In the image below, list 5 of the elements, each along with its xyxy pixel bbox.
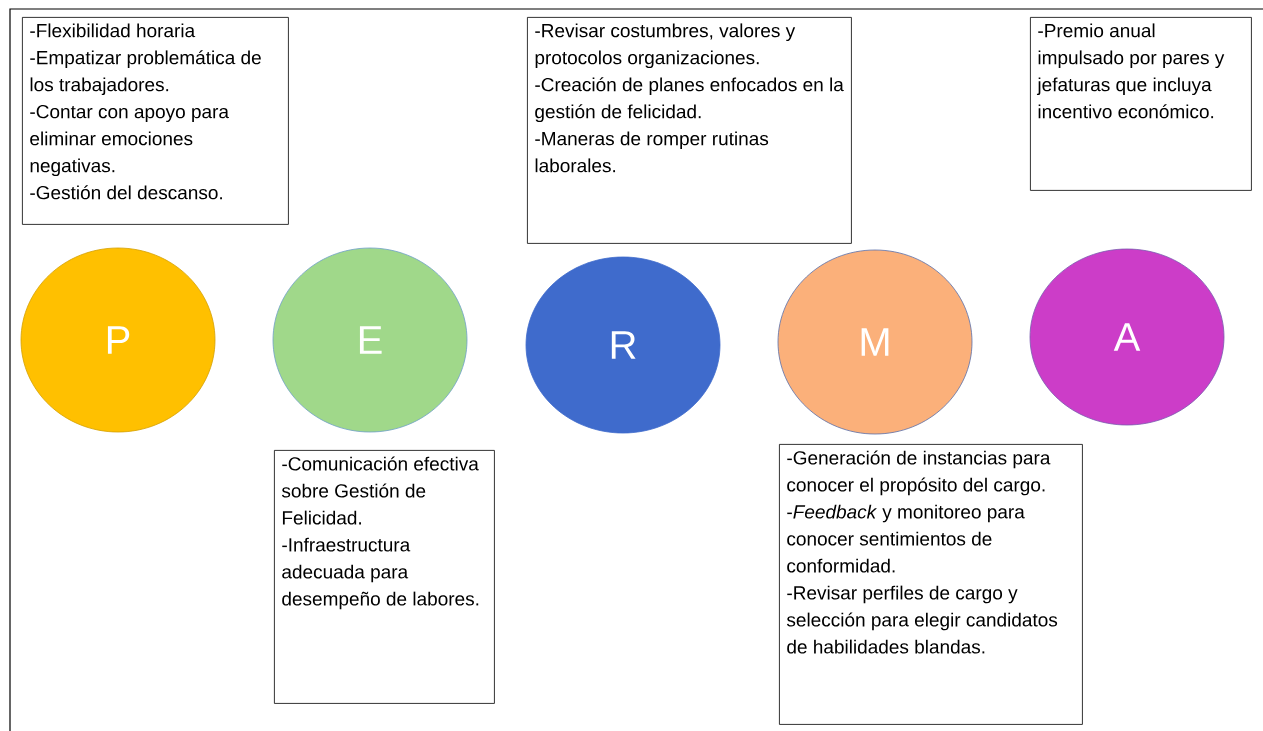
text-box: -Flexibilidad horaria -Empatizar problemática de los trabajadores. -Contar con apoyo para eliminar emociones negativas. -Gestión del descanso. bbox=[22, 17, 289, 225]
text-box: -Comunicación efectiva sobre Gestión de Felicidad. -Infraestructura adecuada para desempeño de labores. bbox=[274, 450, 495, 704]
text-box: -Premio anual impulsado por pares y jefaturas que incluya incentivo económico. bbox=[1030, 17, 1252, 191]
text-box: -Revisar costumbres, valores y protocolos organizaciones. -Creación de planes enfocados en la gestión de felicidad. -Maneras de romper rutinas laborales. bbox=[527, 17, 852, 244]
text-box: -Generación de instancias para conocer el propósito del cargo. -Feedback y monitoreo para conocer sentimientos de conformidad. -Revisar perfiles de cargo y selección para elegir candidatos de habilidades blandas. bbox=[779, 444, 1083, 725]
